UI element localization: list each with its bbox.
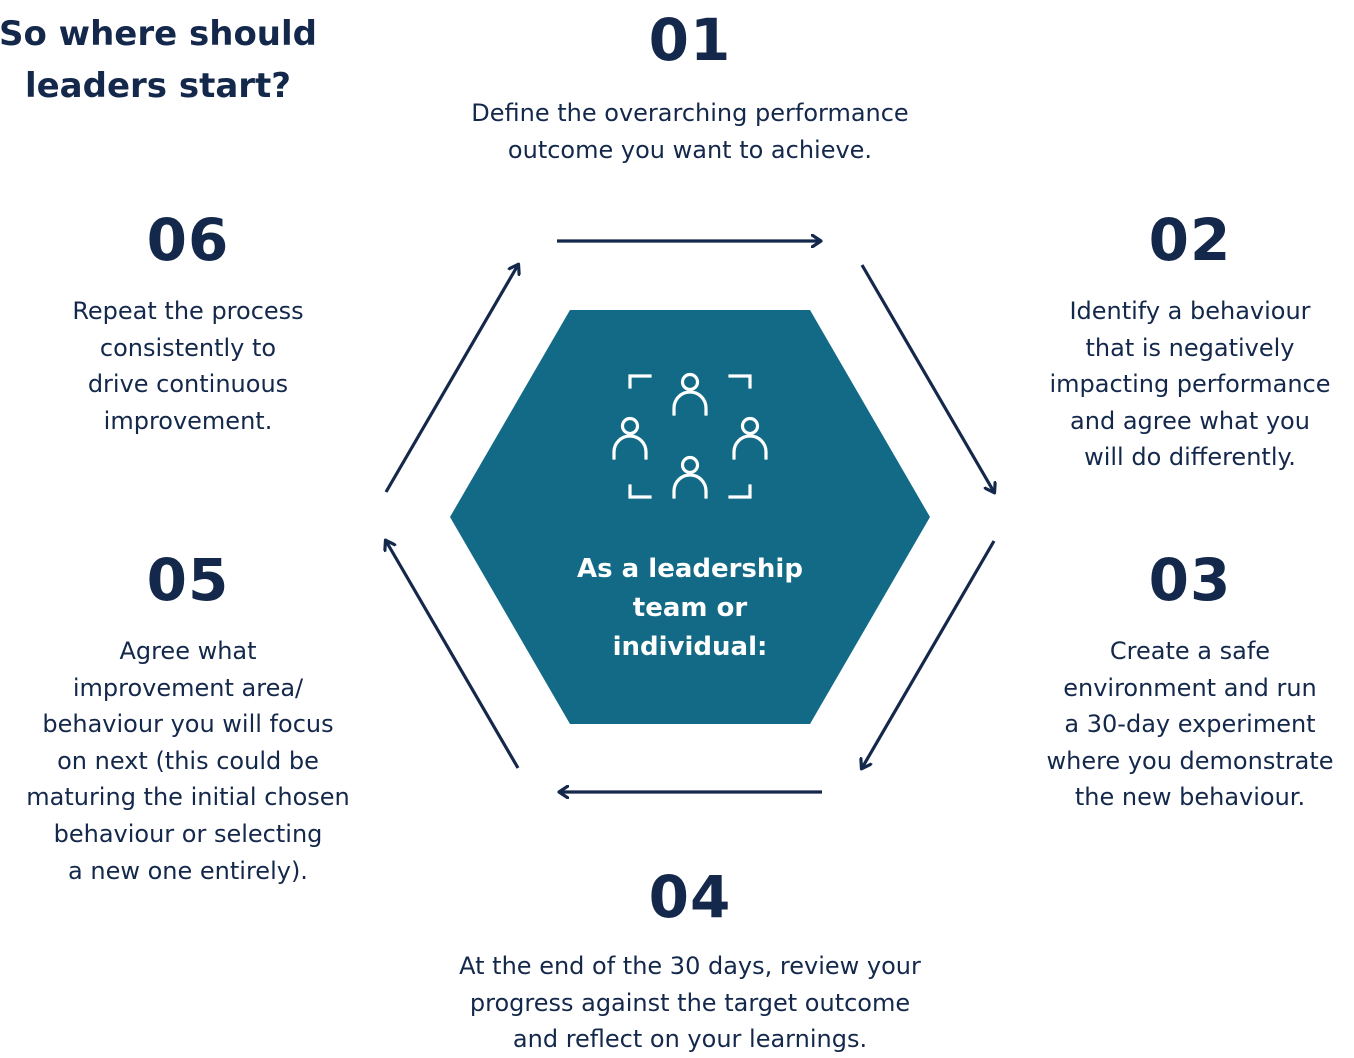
arrow-05-to-06 [386,541,520,769]
team-group-icon [612,372,768,499]
step-02-number: 02 [1148,206,1232,274]
step-04-number: 04 [648,863,732,931]
step-04-description: At the end of the 30 days, review your p… [459,952,921,1054]
step-01-number: 01 [648,6,732,74]
step-06-description: Repeat the process consistently to drive… [72,297,304,435]
arrow-06-to-01 [384,265,518,493]
step-05-number: 05 [146,546,230,614]
step-03-number: 03 [1148,546,1232,614]
step-05-description: Agree what improvement area/ behaviour y… [26,637,350,885]
arrow-02-to-03 [860,264,994,492]
step-01-description: Define the overarching performance outco… [471,99,909,164]
center-label: As a leadership team or individual: [577,554,803,662]
center-hexagon [450,310,930,724]
step-02-description: Identify a behaviour that is negatively … [1049,297,1331,472]
step-03-description: Create a safe environment and run a 30-d… [1046,637,1334,812]
arrow-03-to-04 [862,540,996,768]
page-title: So where should leaders start? [0,14,318,106]
step-06-number: 06 [146,206,230,274]
